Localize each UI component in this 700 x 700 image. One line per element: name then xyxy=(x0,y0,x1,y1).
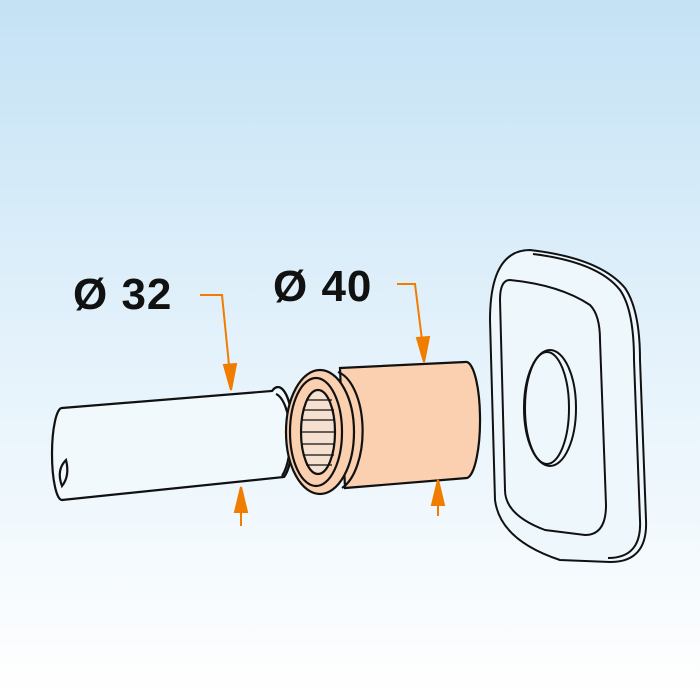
wall-plate xyxy=(488,248,648,564)
pipe xyxy=(50,386,295,502)
bushing-diameter-label: Ø 40 xyxy=(273,262,373,311)
dimension-leader-32 xyxy=(200,294,249,526)
pipe-diameter-label: Ø 32 xyxy=(73,270,173,319)
bushing xyxy=(284,360,482,496)
dimension-leader-40 xyxy=(397,283,446,516)
